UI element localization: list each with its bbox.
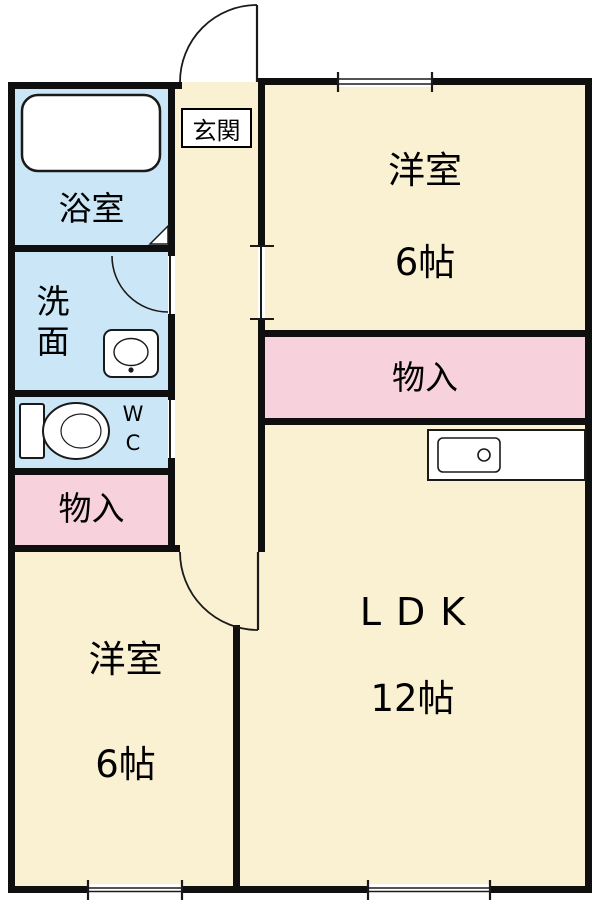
room-label-genkan: 玄関 bbox=[192, 116, 241, 145]
wall-closet-western bbox=[8, 545, 180, 552]
wall-washroom-wc bbox=[8, 390, 168, 397]
room-label-washroom: 洗面 bbox=[31, 284, 70, 364]
wall-bath-washroom bbox=[8, 245, 168, 252]
room-label-ldk: LDK bbox=[359, 590, 481, 634]
room-ldk bbox=[236, 425, 585, 886]
wall-wc-closet bbox=[8, 468, 168, 475]
genkan-label-box: 玄関 bbox=[181, 108, 252, 148]
wc-door-opening bbox=[168, 400, 175, 458]
room-size-ldk: 12帖 bbox=[370, 677, 455, 720]
wall-western-ldk bbox=[233, 625, 240, 893]
wall-hall-left bbox=[168, 89, 175, 552]
wc-door-line bbox=[169, 400, 171, 458]
room-size-western-top: 6帖 bbox=[394, 241, 456, 284]
room-western-top bbox=[265, 85, 585, 330]
room-label-western-top: 洋室 bbox=[388, 149, 462, 192]
entrance-door-arc-icon bbox=[179, 4, 258, 83]
room-size-western-bottom: 6帖 bbox=[95, 743, 156, 786]
room-wc bbox=[15, 397, 168, 468]
room-closet-left bbox=[15, 475, 168, 545]
wall-left bbox=[8, 82, 15, 893]
room-label-closet-left: 物入 bbox=[58, 489, 125, 528]
wall-closet-ldk bbox=[258, 418, 592, 425]
room-label-wc: WC bbox=[121, 402, 145, 460]
room-closet-right bbox=[265, 337, 585, 418]
washroom-door-line bbox=[169, 256, 171, 314]
wall-top-left bbox=[8, 82, 182, 89]
wall-bottom bbox=[8, 886, 592, 893]
room-label-western-bottom: 洋室 bbox=[88, 638, 163, 681]
western-top-door-line bbox=[260, 245, 262, 320]
room-label-closet-right: 物入 bbox=[392, 358, 458, 397]
wall-western-closet-right bbox=[258, 330, 592, 337]
wall-top-right bbox=[258, 78, 592, 85]
wall-right bbox=[585, 78, 592, 893]
washroom-door-opening bbox=[168, 256, 175, 314]
room-western-bottom bbox=[15, 552, 236, 886]
room-label-bath: 浴室 bbox=[58, 189, 125, 228]
